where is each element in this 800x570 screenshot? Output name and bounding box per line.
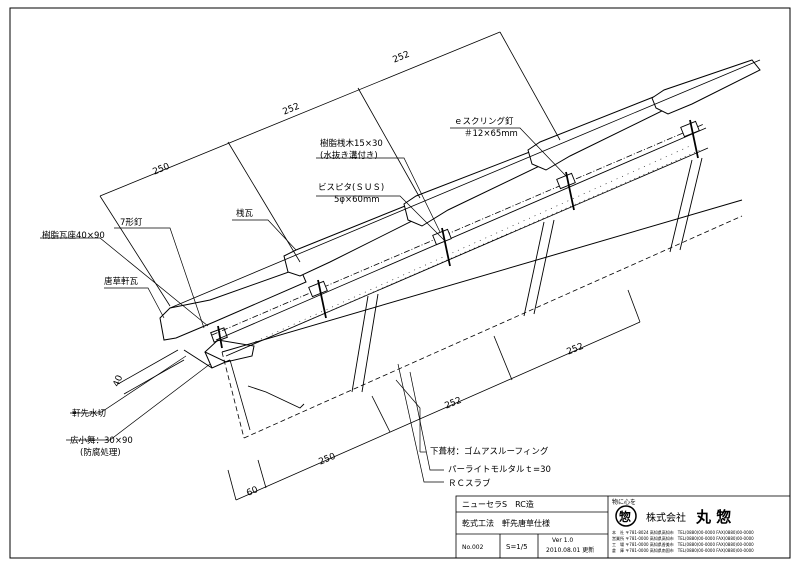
dim-lower-60: 60: [245, 485, 260, 499]
label-e-screw-nail-size: ＃12×65mm: [464, 129, 518, 139]
label-e-screw-nail: ｅスクリング釘: [454, 116, 514, 127]
upper-dimension-line: [99, 31, 561, 307]
perlite-mortar-layer: [215, 127, 709, 357]
label-sangawara: 桟瓦: [236, 208, 254, 219]
label-hirokomai: 広小舞：30×90: [70, 435, 133, 446]
leader-lines: [40, 127, 567, 483]
label-resin-batten: 樹脂桟木15×30: [320, 138, 383, 149]
label-resin-tile-seat: 樹脂瓦座40×90: [42, 230, 105, 241]
label-rc-slab: ＲＣスラブ: [448, 478, 491, 489]
title-version: Ver 1.0: [552, 537, 573, 544]
contact-line-3: 工 場 〒781-0000 高知県香美市 TEL(0880)00-0000 FA…: [612, 541, 754, 547]
title-number: No.002: [462, 544, 484, 551]
dim-lower-252-a: 252: [443, 396, 463, 412]
dim-left-40: 40: [112, 374, 126, 389]
company-name: 丸 惣: [695, 508, 731, 526]
dim-lower-250: 250: [317, 452, 337, 468]
dim-lower-252-b: 252: [565, 342, 585, 358]
company-logo-char: 惣: [619, 509, 631, 524]
label-bispita-size: 5φ×60mm: [334, 195, 380, 205]
contact-line-4: 倉 庫 〒781-0000 高知県南国市 TEL(0880)00-0000 FA…: [612, 547, 754, 553]
label-perlite-mortar: パーライトモルタルｔ=30: [448, 465, 551, 475]
title-scale: S=1/5: [506, 543, 528, 551]
sheet-border: [9, 7, 791, 559]
title-date: 2010.08.01 更新: [546, 546, 594, 554]
dim-upper-250: 250: [151, 162, 171, 178]
label-underlay: 下葺材：ゴムアスルーフィング: [430, 446, 549, 457]
label-hirokomai-note: (防腐処理): [80, 447, 121, 458]
screws: [217, 119, 699, 349]
label-seven-nail: 7形釘: [120, 217, 143, 228]
company-prefix: 株式会社: [646, 511, 686, 524]
title-block: [455, 495, 791, 559]
rc-slab: [221, 199, 743, 439]
title-product: ニューセラS RC造: [462, 499, 534, 509]
slab-supports: [247, 157, 703, 409]
company-logo-icon: [615, 505, 637, 527]
roof-tiles: [159, 59, 761, 341]
dim-upper-252-b: 252: [391, 50, 411, 66]
label-bispita: ビスピタ(ＳＵＳ): [318, 183, 384, 193]
battens: [308, 120, 700, 298]
underlay-line: [211, 123, 705, 336]
label-resin-batten-note: (水抜き溝付き): [320, 150, 378, 161]
label-noki-mizukiri: 軒先水切: [72, 408, 106, 419]
contact-line-1: 本 社 〒781-8024 高知県高知市 TEL(0880)00-0000 FA…: [612, 529, 754, 535]
company-slogan: 物に心を: [612, 498, 636, 506]
label-karakusa-nokigawara: 唐草軒瓦: [104, 276, 139, 287]
title-method: 乾式工法 軒先唐草仕様: [462, 518, 550, 528]
contact-line-2: 営業所 〒781-0000 高知県高知市 TEL(0880)00-0000 FA…: [612, 535, 754, 541]
